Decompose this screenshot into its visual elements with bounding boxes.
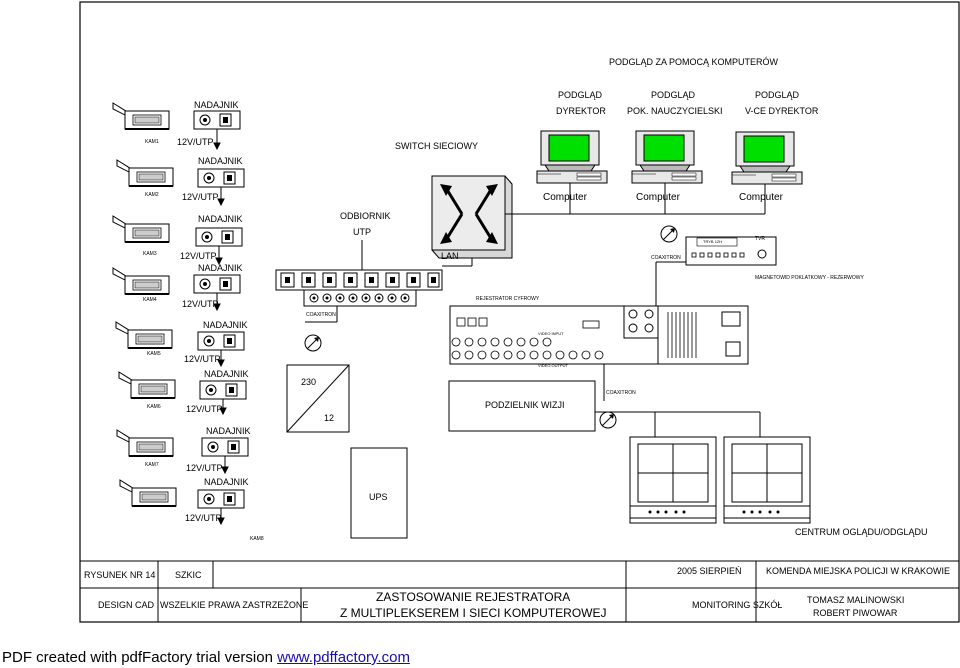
station-3-computer: Computer: [739, 192, 783, 203]
camera-4-link: 12V/UTP: [182, 299, 219, 309]
project-name: MONITORING SZKÓŁ: [692, 600, 783, 610]
client-name: KOMENDA MIEJSKA POLICJI W KRAKOWIE: [766, 566, 951, 576]
transmitter-4-label: NADAJNIK: [198, 263, 243, 273]
switch-label: SWITCH SIECIOWY: [395, 141, 478, 151]
transmitter-6-label: NADAJNIK: [204, 369, 249, 379]
lan-label: LAN: [441, 251, 459, 261]
recorder-video-input: VIDEO INPUT: [538, 331, 564, 336]
coax-label-splitter: COAXITRON: [606, 390, 636, 396]
recorder-label: REJESTRATOR CYFROWY: [476, 296, 540, 302]
ups-label: UPS: [369, 492, 388, 502]
transmitter-3-label: NADAJNIK: [198, 214, 243, 224]
camera-3-link: 12V/UTP: [180, 251, 217, 261]
drawing-date: 2005 SIERPIEŃ: [677, 566, 742, 576]
transmitter-8-label: NADAJNIK: [204, 477, 249, 487]
drawing-number: RYSUNEK NR 14: [84, 570, 156, 580]
tvr-label: TVR: [755, 236, 765, 242]
receiver-type: UTP: [353, 227, 371, 237]
coax-label-receiver: COAXITRON: [306, 312, 336, 318]
camera-5-link: 12V/UTP: [184, 354, 221, 364]
transmitter-2-label: NADAJNIK: [198, 156, 243, 166]
pdf-footer-link[interactable]: www.pdffactory.com: [277, 649, 410, 666]
monitoring-centre-label: CENTRUM OGLĄDU/ODGLĄDU: [795, 527, 928, 537]
camera-8-label: KAM8: [250, 536, 264, 542]
receiver-label: ODBIORNIK: [340, 211, 391, 221]
psu-input: 230: [301, 377, 317, 387]
copyright: WSZELKIE PRAWA ZASTRZEŻONE: [160, 600, 309, 610]
camera-4-label: KAM4: [143, 297, 157, 303]
vcr-label: MAGNETOWID POKLATKOWY - REZERWOWY: [755, 275, 864, 281]
recorder-video-output: VIDEO OUTPUT: [538, 363, 569, 368]
pdf-footer: PDF created with pdfFactory trial versio…: [2, 650, 410, 665]
camera-5-label: KAM5: [147, 351, 161, 357]
psu-output: 12: [324, 413, 335, 423]
design-tool: DESIGN CAD: [98, 600, 155, 610]
station-2-computer: Computer: [636, 192, 680, 203]
station-2-title: PODGLĄD: [651, 90, 696, 100]
drawing-title-line1: ZASTOSOWANIE REJESTRATORA: [376, 590, 571, 604]
camera-2-label: KAM2: [145, 192, 159, 198]
station-1-name: DYREKTOR: [556, 106, 606, 116]
splitter-label: PODZIELNIK WIZJI: [485, 400, 565, 410]
camera-6-link: 12V/UTP: [186, 404, 223, 414]
transmitter-1-label: NADAJNIK: [194, 100, 239, 110]
camera-2-link: 12V/UTP: [182, 192, 219, 202]
camera-7-label: KAM7: [145, 462, 159, 468]
camera-1-link: 12V/UTP: [177, 137, 214, 147]
transmitter-7-label: NADAJNIK: [206, 426, 251, 436]
drawing-title-line2: Z MULTIPLEKSEREM I SIECI KOMPUTEROWEJ: [340, 606, 607, 620]
transmitter-5-label: NADAJNIK: [203, 320, 248, 330]
station-1-computer: Computer: [543, 192, 587, 203]
pdf-footer-text: PDF created with pdfFactory trial versio…: [2, 649, 278, 666]
station-1-title: PODGLĄD: [558, 90, 603, 100]
camera-3-label: KAM3: [143, 251, 157, 257]
drawing-status: SZKIC: [175, 570, 202, 580]
author-2: ROBERT PIWOWAR: [813, 608, 898, 618]
coax-label-tvr: COAXITRON: [651, 255, 681, 261]
camera-6-label: KAM6: [147, 404, 161, 410]
station-3-title: PODGLĄD: [755, 90, 800, 100]
camera-8-link: 12V/UTP: [185, 513, 222, 523]
computer-view-heading: PODGLĄD ZA POMOCĄ KOMPUTERÓW: [609, 57, 779, 67]
station-2-name: POK. NAUCZYCIELSKI: [627, 106, 723, 116]
camera-7-link: 12V/UTP: [186, 463, 223, 473]
camera-1-label: KAM1: [145, 139, 159, 145]
tvr-display: TRYB 12H: [703, 239, 723, 244]
station-3-name: V-CE DYREKTOR: [745, 106, 819, 116]
author-1: TOMASZ MALINOWSKI: [807, 595, 905, 605]
